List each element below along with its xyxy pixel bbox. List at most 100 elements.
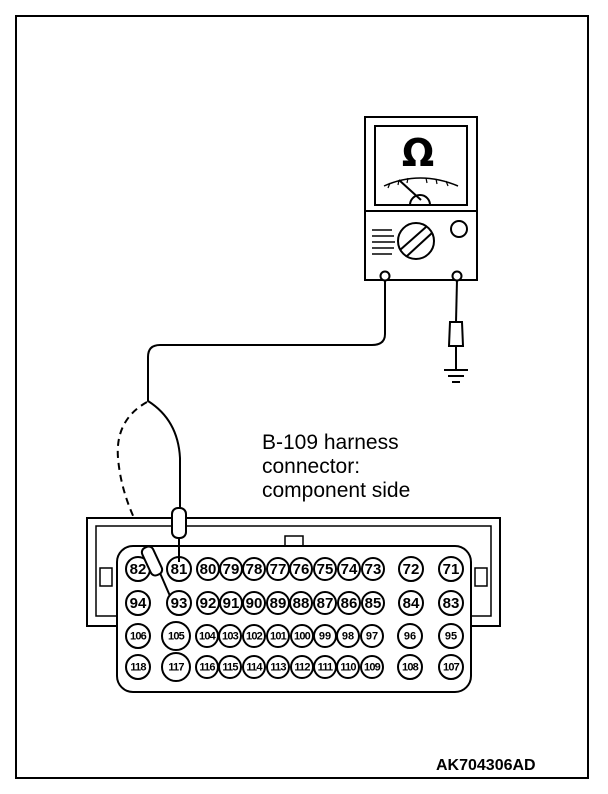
pin-71 [438, 556, 464, 582]
pin-label-118: 118 [130, 662, 146, 674]
range-selector-knob [397, 222, 435, 260]
pin-label-93: 93 [171, 595, 188, 612]
pin-75 [313, 557, 337, 581]
pin-78 [242, 557, 266, 581]
pin-110 [336, 655, 360, 679]
pin-label-103: 103 [222, 631, 239, 643]
pin-label-108: 108 [402, 662, 419, 674]
probe-tip-81 [171, 507, 187, 562]
pin-95 [438, 623, 464, 649]
pin-73 [361, 557, 385, 581]
pin-76 [289, 557, 313, 581]
pin-label-98: 98 [342, 631, 354, 643]
pin-label-87: 87 [317, 595, 334, 612]
pin-label-110: 110 [340, 662, 356, 674]
pin-label-91: 91 [223, 595, 240, 612]
pin-label-71: 71 [443, 561, 460, 578]
pin-label-72: 72 [403, 561, 420, 578]
meter-needle [398, 179, 422, 201]
pin-107 [438, 654, 464, 680]
housing-tab-left [99, 567, 113, 587]
connector-label-line-3: component side [262, 479, 410, 502]
pin-96 [397, 623, 423, 649]
pin-106 [125, 623, 151, 649]
ohm-symbol: Ω [402, 131, 434, 175]
pin-87 [313, 591, 337, 615]
pin-label-76: 76 [293, 561, 310, 578]
pin-label-75: 75 [317, 561, 334, 578]
pin-label-101: 101 [270, 631, 287, 643]
connector-label: B-109 harness connector: component side [262, 431, 410, 502]
pin-93 [166, 590, 192, 616]
pin-98 [336, 624, 360, 648]
pin-101 [266, 624, 290, 648]
connector-label-line-2: connector: [262, 455, 360, 478]
meter-display [374, 125, 468, 206]
pin-72 [398, 556, 424, 582]
pin-84 [398, 590, 424, 616]
pin-label-85: 85 [365, 595, 382, 612]
pin-label-84: 84 [403, 595, 420, 612]
pin-label-109: 109 [364, 662, 381, 674]
zero-adjust-knob [450, 220, 468, 238]
pin-label-117: 117 [168, 662, 184, 674]
pin-label-116: 116 [199, 662, 215, 674]
pin-label-89: 89 [270, 595, 287, 612]
meter-scale-arc [383, 177, 459, 187]
pin-117 [161, 652, 191, 682]
pin-label-107: 107 [443, 662, 460, 674]
meter-pivot [409, 194, 431, 206]
pin-label-86: 86 [341, 595, 358, 612]
pin-85 [361, 591, 385, 615]
probe-lead [147, 280, 386, 508]
pin-label-114: 114 [246, 662, 263, 674]
probe-tip-93 [140, 545, 171, 597]
pin-label-99: 99 [319, 631, 331, 643]
pin-label-96: 96 [404, 631, 416, 643]
pin-102 [242, 624, 266, 648]
pin-label-105: 105 [168, 631, 185, 643]
pin-label-112: 112 [294, 662, 310, 674]
pin-105 [161, 621, 191, 651]
pin-label-80: 80 [200, 561, 217, 578]
pin-115 [218, 655, 242, 679]
ground-symbol-icon [444, 369, 468, 383]
pin-label-82: 82 [130, 561, 147, 578]
ground-lead [447, 279, 465, 370]
pin-label-92: 92 [200, 595, 217, 612]
pin-label-95: 95 [445, 631, 457, 643]
pin-label-102: 102 [246, 631, 263, 643]
pin-label-100: 100 [294, 631, 311, 643]
pin-113 [266, 655, 290, 679]
pin-97 [360, 624, 384, 648]
terminal-right [451, 270, 463, 282]
connector-label-line-1: B-109 harness [262, 431, 399, 454]
pin-108 [397, 654, 423, 680]
pin-label-90: 90 [246, 595, 263, 612]
pin-118 [125, 654, 151, 680]
pin-label-88: 88 [293, 595, 310, 612]
pin-label-106: 106 [130, 631, 147, 643]
range-marks [372, 229, 395, 255]
figure-frame [15, 15, 589, 779]
pin-74 [337, 557, 361, 581]
terminal-left [379, 270, 391, 282]
pin-94 [125, 590, 151, 616]
pin-label-94: 94 [130, 595, 147, 612]
housing-tab-right [474, 567, 488, 587]
pin-114 [242, 655, 266, 679]
pin-109 [360, 655, 384, 679]
pin-label-79: 79 [223, 561, 240, 578]
pin-88 [289, 591, 313, 615]
pin-label-77: 77 [270, 561, 287, 578]
pin-label-113: 113 [270, 662, 286, 674]
pin-label-104: 104 [199, 631, 217, 643]
pin-label-74: 74 [341, 561, 358, 578]
pin-label-111: 111 [318, 662, 333, 674]
pin-83 [438, 590, 464, 616]
pin-label-115: 115 [222, 662, 238, 674]
pin-90 [242, 591, 266, 615]
pin-label-83: 83 [443, 595, 460, 612]
